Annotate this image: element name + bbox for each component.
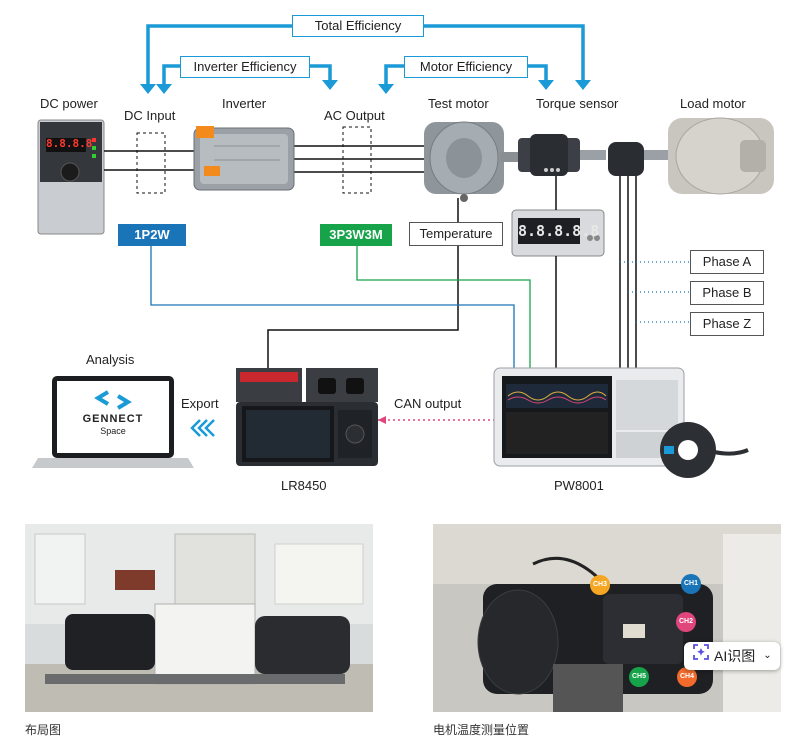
phase-z-tag: Phase Z: [690, 312, 764, 336]
layout-photo-image: [25, 524, 373, 712]
power-wires: [104, 145, 428, 173]
chevron-down-icon: ⌄: [763, 650, 772, 661]
encoder-device: [608, 142, 672, 176]
channel-3-marker: CH3: [590, 575, 610, 595]
gennect-logo-text: GENNECT: [82, 413, 144, 425]
load-motor-label: Load motor: [680, 96, 746, 111]
efficiency-arrows: [146, 24, 585, 88]
dc-wire-to-analyzer: [150, 246, 515, 368]
signal-lines: [267, 176, 637, 368]
gennect-logo-sub: Space: [100, 426, 126, 436]
phase-b-tag: Phase B: [690, 281, 764, 305]
temperature-tag: Temperature: [409, 222, 503, 246]
inverter-efficiency-label: Inverter Efficiency: [180, 56, 310, 78]
motor-temperature-caption: 电机温度测量位置: [433, 723, 530, 737]
phase-a-tag: Phase A: [690, 250, 764, 274]
dc-wiring-tag: 1P2W: [118, 224, 186, 246]
motor-temperature-image: [433, 524, 781, 712]
load-motor-device: [668, 117, 774, 195]
analysis-label: Analysis: [86, 352, 135, 367]
channel-2-marker: CH2: [676, 612, 696, 632]
torque-sensor-label: Torque sensor: [536, 96, 619, 111]
system-diagram: [32, 24, 774, 478]
total-efficiency-label: Total Efficiency: [292, 15, 424, 37]
ac-output-probe: [342, 126, 372, 194]
dc-input-probe: [136, 132, 166, 194]
dc-power-device: [37, 119, 105, 235]
pw8001-label: PW8001: [554, 478, 604, 493]
motor-efficiency-label: Motor Efficiency: [404, 56, 528, 78]
channel-1-marker: CH1: [681, 574, 701, 594]
channel-5-marker: CH5: [629, 667, 649, 687]
phase-lines: [620, 261, 690, 323]
lr8450-label: LR8450: [281, 478, 327, 493]
can-arrowhead: [378, 416, 386, 424]
inverter-device: [193, 126, 295, 191]
current-sensor-device: [660, 422, 749, 478]
torque-sensor-device: [518, 134, 606, 176]
dc-power-label: DC power: [40, 96, 98, 111]
ai-button-label: AI识图: [714, 648, 756, 664]
inverter-label: Inverter: [222, 96, 267, 111]
test-motor-device: [424, 121, 520, 202]
export-label: Export: [181, 396, 219, 411]
channel-4-marker: CH4: [677, 667, 697, 687]
pw8001-device: [493, 367, 685, 467]
ac-output-label: AC Output: [324, 108, 385, 123]
dc-input-label: DC Input: [124, 108, 176, 123]
motor-temperature-photo: CH3 CH1 CH2 CH5 CH4: [433, 524, 781, 712]
ai-scan-icon: [692, 642, 710, 670]
layout-photo: [25, 524, 373, 712]
ac-wiring-tag: 3P3W3M: [320, 224, 392, 246]
can-output-label: CAN output: [394, 396, 462, 411]
arrowheads: [140, 80, 591, 94]
ac-wire-to-analyzer: [356, 246, 531, 368]
export-arrow: [190, 419, 215, 437]
ai-image-recognition-button[interactable]: AI识图 ⌄: [684, 642, 780, 670]
torque-meter-readout: 8.8.8.8.8: [518, 222, 600, 240]
dc-power-readout: 8.8.8.8: [46, 137, 93, 150]
lr8450-device: [236, 368, 378, 466]
laptop-device: [32, 376, 194, 468]
torque-meter-device: [511, 209, 605, 257]
test-motor-label: Test motor: [428, 96, 489, 111]
layout-photo-caption: 布局图: [25, 723, 62, 737]
